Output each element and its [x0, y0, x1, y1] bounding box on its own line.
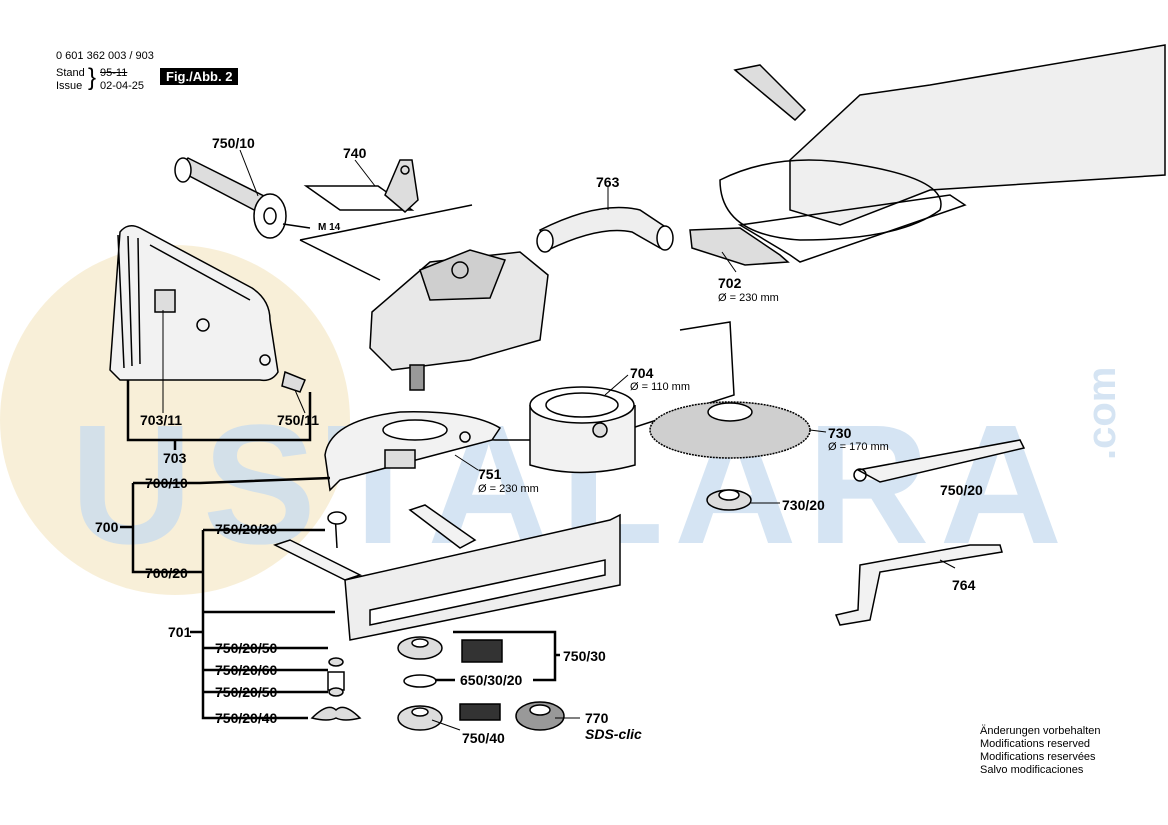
leader-thin	[162, 149, 956, 731]
hose-763-drawing	[536, 206, 674, 253]
brace-glyph: }	[88, 64, 97, 91]
label-703: 703	[163, 450, 187, 466]
label-701: 701	[168, 624, 192, 640]
label-703-11: 703/11	[140, 412, 183, 428]
label-750-10: 750/10	[212, 135, 255, 151]
side-handle-drawing	[174, 157, 311, 239]
leader-lines	[120, 380, 560, 720]
disc-730-drawing	[649, 401, 811, 459]
guard-703-drawing	[109, 225, 306, 393]
stand-label: Stand	[56, 67, 85, 79]
flange-730-20-drawing	[706, 489, 752, 511]
label-751: 751	[478, 466, 502, 482]
label-764: 764	[952, 577, 976, 593]
label-704: 704	[630, 365, 654, 381]
small-parts-drawing	[310, 657, 362, 721]
label-763: 763	[596, 174, 620, 190]
label-750-20-50-b: 750/20/50	[215, 684, 278, 700]
label-m14: M 14	[318, 222, 341, 233]
label-750-20-60: 750/20/60	[215, 662, 278, 678]
guard-751-drawing	[324, 411, 502, 492]
issue-value: 02-04-25	[100, 80, 145, 92]
label-704-dim: Ø = 110 mm	[630, 381, 691, 393]
label-770: 770	[585, 710, 609, 726]
label-750-11: 750/11	[277, 412, 320, 428]
label-750-30: 750/30	[563, 648, 606, 664]
label-750-20: 750/20	[940, 482, 983, 498]
doc-number: 0 601 362 003 / 903	[56, 50, 154, 62]
label-702-dim: Ø = 230 mm	[718, 292, 779, 304]
stand-value: 95-11	[100, 67, 128, 79]
label-730-20: 730/20	[782, 497, 825, 513]
flange-704-drawing	[529, 386, 636, 474]
label-750-20-40: 750/20/40	[215, 710, 278, 726]
label-740: 740	[343, 145, 367, 161]
label-702: 702	[718, 275, 742, 291]
grinder-body-drawing	[299, 239, 549, 391]
issue-label: Issue	[56, 80, 83, 92]
label-750-20-30: 750/20/30	[215, 521, 278, 537]
figure-badge: Fig./Abb. 2	[160, 68, 239, 85]
note-french: Modifications reservées	[980, 751, 1096, 763]
modification-notes: Änderungen vorbehalten Modifications res…	[980, 725, 1100, 777]
label-750-20-50-a: 750/20/50	[215, 640, 278, 656]
note-english: Modifications reserved	[980, 738, 1091, 750]
cutting-guide-700-drawing	[273, 504, 621, 641]
label-730-dim: Ø = 170 mm	[828, 441, 889, 453]
note-german: Änderungen vorbehalten	[980, 725, 1101, 737]
bracket-740-drawing	[299, 159, 473, 241]
label-730: 730	[828, 425, 852, 441]
wrench-764-drawing	[834, 544, 1003, 626]
flange-nuts-drawing	[397, 636, 565, 731]
label-700-20: 700/20	[145, 565, 188, 581]
label-sds-clic: SDS-clic	[585, 726, 642, 742]
label-700-10: 700/10	[145, 475, 188, 491]
spanner-750-20-drawing	[853, 439, 1026, 483]
label-700: 700	[95, 519, 119, 535]
label-751-dim: Ø = 230 mm	[478, 483, 539, 495]
grinder-with-guard-702-drawing	[379, 44, 1166, 441]
label-650-30-20: 650/30/20	[460, 672, 523, 688]
note-spanish: Salvo modificaciones	[980, 764, 1084, 776]
label-750-40: 750/40	[462, 730, 505, 746]
